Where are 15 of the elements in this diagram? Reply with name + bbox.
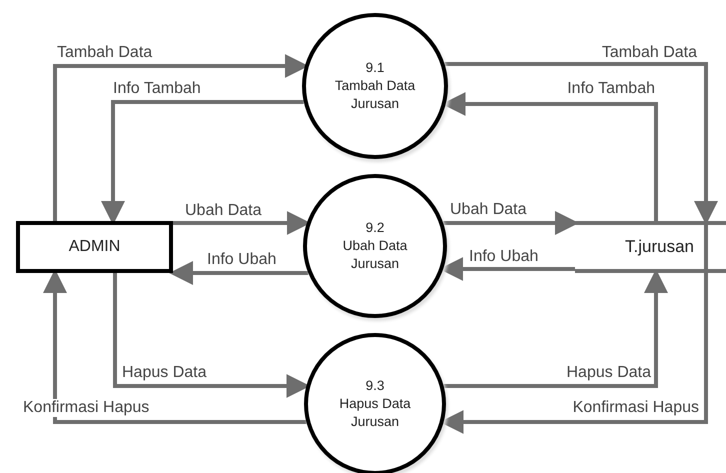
edge-label: Hapus Data bbox=[566, 364, 652, 382]
edge-label: Hapus Data bbox=[121, 364, 208, 382]
process-name: Ubah Data Jurusan bbox=[342, 236, 408, 274]
data-flow-arrow bbox=[169, 261, 308, 285]
edge-label: Konfirmasi Hapus bbox=[572, 399, 700, 417]
data-store-name: T.jurusan bbox=[625, 237, 694, 257]
process-number: 9.2 bbox=[366, 218, 384, 237]
external-entity-box bbox=[16, 221, 173, 273]
data-store bbox=[575, 221, 726, 273]
edge-label: Konfirmasi Hapus bbox=[22, 399, 150, 417]
process-number: 9.3 bbox=[366, 376, 384, 395]
entity-name: ADMIN bbox=[68, 238, 120, 256]
process-name: Tambah Data Jurusan bbox=[334, 76, 416, 114]
process-number: 9.1 bbox=[366, 58, 384, 77]
process-name: Hapus Data Jurusan bbox=[338, 394, 412, 432]
